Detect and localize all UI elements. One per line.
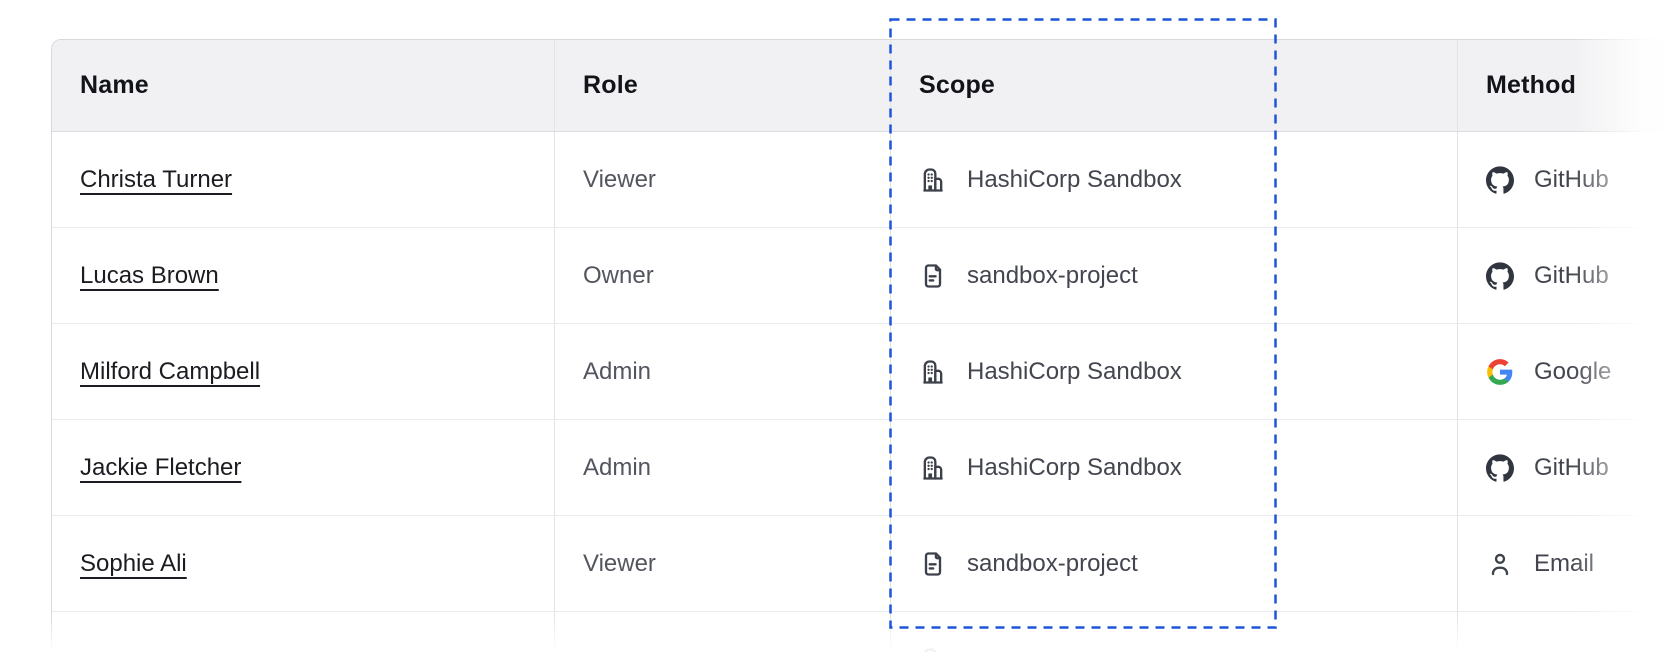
scope-cell bbox=[890, 612, 1457, 652]
org-icon bbox=[919, 358, 947, 386]
table-row: Jackie Fletcher Admin bbox=[52, 420, 1672, 516]
scope-cell: sandbox-project bbox=[890, 228, 1457, 323]
scope-cell: HashiCorp Sandbox bbox=[890, 420, 1457, 515]
name-cell: Milford Campbell bbox=[52, 324, 554, 419]
role-value: Admin bbox=[583, 453, 652, 481]
scope-value: sandbox-project bbox=[967, 261, 1138, 289]
method-cell: Google bbox=[1457, 324, 1672, 419]
method-value: GitHub bbox=[1534, 165, 1609, 193]
table-row-partial bbox=[52, 612, 1672, 652]
file-icon bbox=[919, 550, 947, 578]
method-value: Email bbox=[1534, 549, 1595, 577]
role-cell: Admin bbox=[554, 420, 890, 515]
method-cell: GitHub bbox=[1457, 420, 1672, 515]
org-icon bbox=[919, 454, 947, 482]
method-cell: GitHub bbox=[1457, 132, 1672, 227]
method-cell: GitHub bbox=[1457, 228, 1672, 323]
name-cell: Lucas Brown bbox=[52, 228, 554, 323]
method-cell: Email bbox=[1457, 516, 1672, 611]
name-cell: Christa Turner bbox=[52, 132, 554, 227]
name-cell: Jackie Fletcher bbox=[52, 420, 554, 515]
member-name-link[interactable]: Milford Campbell bbox=[80, 357, 261, 385]
role-cell: Admin bbox=[554, 324, 890, 419]
scope-cell: HashiCorp Sandbox bbox=[890, 324, 1457, 419]
name-cell bbox=[52, 612, 554, 652]
method-value: GitHub bbox=[1534, 453, 1609, 481]
member-name-link[interactable]: Lucas Brown bbox=[80, 261, 219, 289]
role-value: Owner bbox=[583, 261, 654, 289]
role-cell bbox=[554, 612, 890, 652]
members-table: Name Role Scope Method Christa Turner Vi… bbox=[51, 39, 1672, 652]
column-header-method: Method bbox=[1457, 40, 1672, 131]
table-row: Sophie Ali Viewer sandbox-project bbox=[52, 516, 1672, 612]
column-header-role: Role bbox=[554, 40, 890, 131]
org-icon bbox=[919, 646, 947, 652]
column-header-name: Name bbox=[80, 71, 149, 99]
scope-cell: sandbox-project bbox=[890, 516, 1457, 611]
table-row: Lucas Brown Owner sandbox-project bbox=[52, 228, 1672, 324]
member-name-link[interactable]: Sophie Ali bbox=[80, 549, 187, 577]
scope-value: sandbox-project bbox=[967, 549, 1138, 577]
table-row: Milford Campbell Admin bbox=[52, 324, 1672, 420]
method-value: GitHub bbox=[1534, 261, 1609, 289]
role-cell: Owner bbox=[554, 228, 890, 323]
github-icon bbox=[1486, 261, 1514, 290]
role-cell: Viewer bbox=[554, 132, 890, 227]
method-value: Google bbox=[1534, 357, 1612, 385]
github-icon bbox=[1486, 165, 1514, 194]
scope-value: HashiCorp Sandbox bbox=[967, 165, 1182, 193]
scope-cell: HashiCorp Sandbox bbox=[890, 132, 1457, 227]
role-value: Admin bbox=[583, 357, 652, 385]
role-value: Viewer bbox=[583, 165, 656, 193]
file-icon bbox=[919, 262, 947, 290]
scope-value: HashiCorp Sandbox bbox=[967, 357, 1182, 385]
table-header-row: Name Role Scope Method bbox=[52, 40, 1672, 132]
column-header-scope: Scope bbox=[890, 40, 1457, 131]
role-value: Viewer bbox=[583, 549, 656, 577]
member-name-link[interactable]: Christa Turner bbox=[80, 165, 233, 193]
user-icon bbox=[1486, 550, 1514, 578]
role-cell: Viewer bbox=[554, 516, 890, 611]
google-icon bbox=[1486, 358, 1514, 386]
scope-value: HashiCorp Sandbox bbox=[967, 453, 1182, 481]
name-cell: Sophie Ali bbox=[52, 516, 554, 611]
method-cell bbox=[1457, 612, 1672, 652]
table-row: Christa Turner Viewer bbox=[52, 132, 1672, 228]
org-icon bbox=[919, 166, 947, 194]
member-name-link[interactable]: Jackie Fletcher bbox=[80, 453, 242, 481]
github-icon bbox=[1486, 453, 1514, 482]
